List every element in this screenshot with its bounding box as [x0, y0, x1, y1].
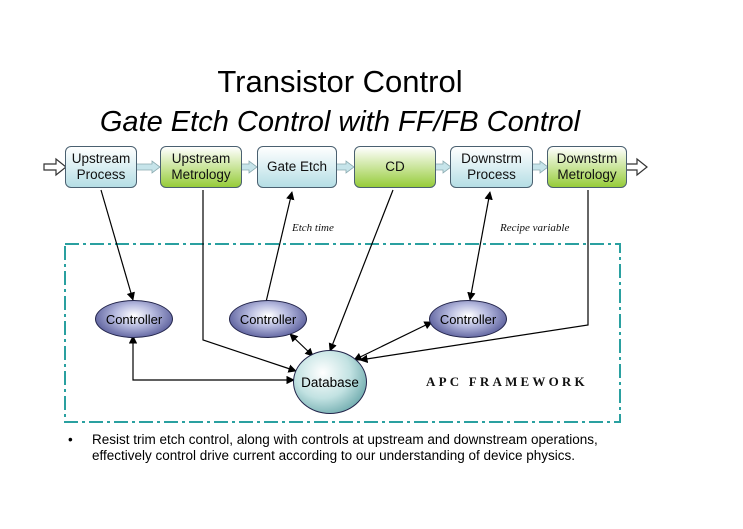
arrow-upstream-to-controller [100, 189, 135, 301]
arrow-downstream-controller [467, 191, 493, 301]
step-cd: CD [354, 146, 436, 188]
step-gate-etch: Gate Etch [257, 146, 337, 188]
etch-time-label: Etch time [292, 222, 334, 234]
database: Database [293, 350, 367, 414]
arrow-downstrm-metrology-to-database [359, 190, 589, 364]
step-downstream-metrology: Downstrm Metrology [547, 146, 627, 188]
input-arrow-icon [43, 157, 67, 177]
arrow-cd-to-database [328, 189, 394, 352]
step-upstream-process: Upstream Process [65, 146, 137, 188]
arrow-controller1-database [128, 335, 295, 385]
page-title: Transistor Control [217, 64, 463, 99]
recipe-variable-label: Recipe variable [500, 222, 570, 234]
page-subtitle: Gate Etch Control with FF/FB Control [99, 106, 581, 138]
arrow-controller2-database [289, 333, 314, 357]
bullet-marker: • [68, 432, 73, 447]
output-arrow-icon [624, 157, 648, 177]
controller-downstream: Controller [429, 300, 507, 338]
step-upstream-metrology: Upstream Metrology [160, 146, 242, 188]
controller-upstream: Controller [95, 300, 173, 338]
controller-gate-etch: Controller [229, 300, 307, 338]
arrow-controller3-database [353, 321, 433, 361]
step-downstream-process: Downstrm Process [450, 146, 533, 188]
apc-framework-border [64, 243, 621, 423]
arrow-controller-to-gate-etch [265, 191, 295, 303]
apc-framework-label: APC FRAMEWORK [426, 374, 588, 389]
bullet-text: Resist trim etch control, along with con… [92, 432, 598, 463]
arrow-metrology-to-database [202, 190, 297, 373]
